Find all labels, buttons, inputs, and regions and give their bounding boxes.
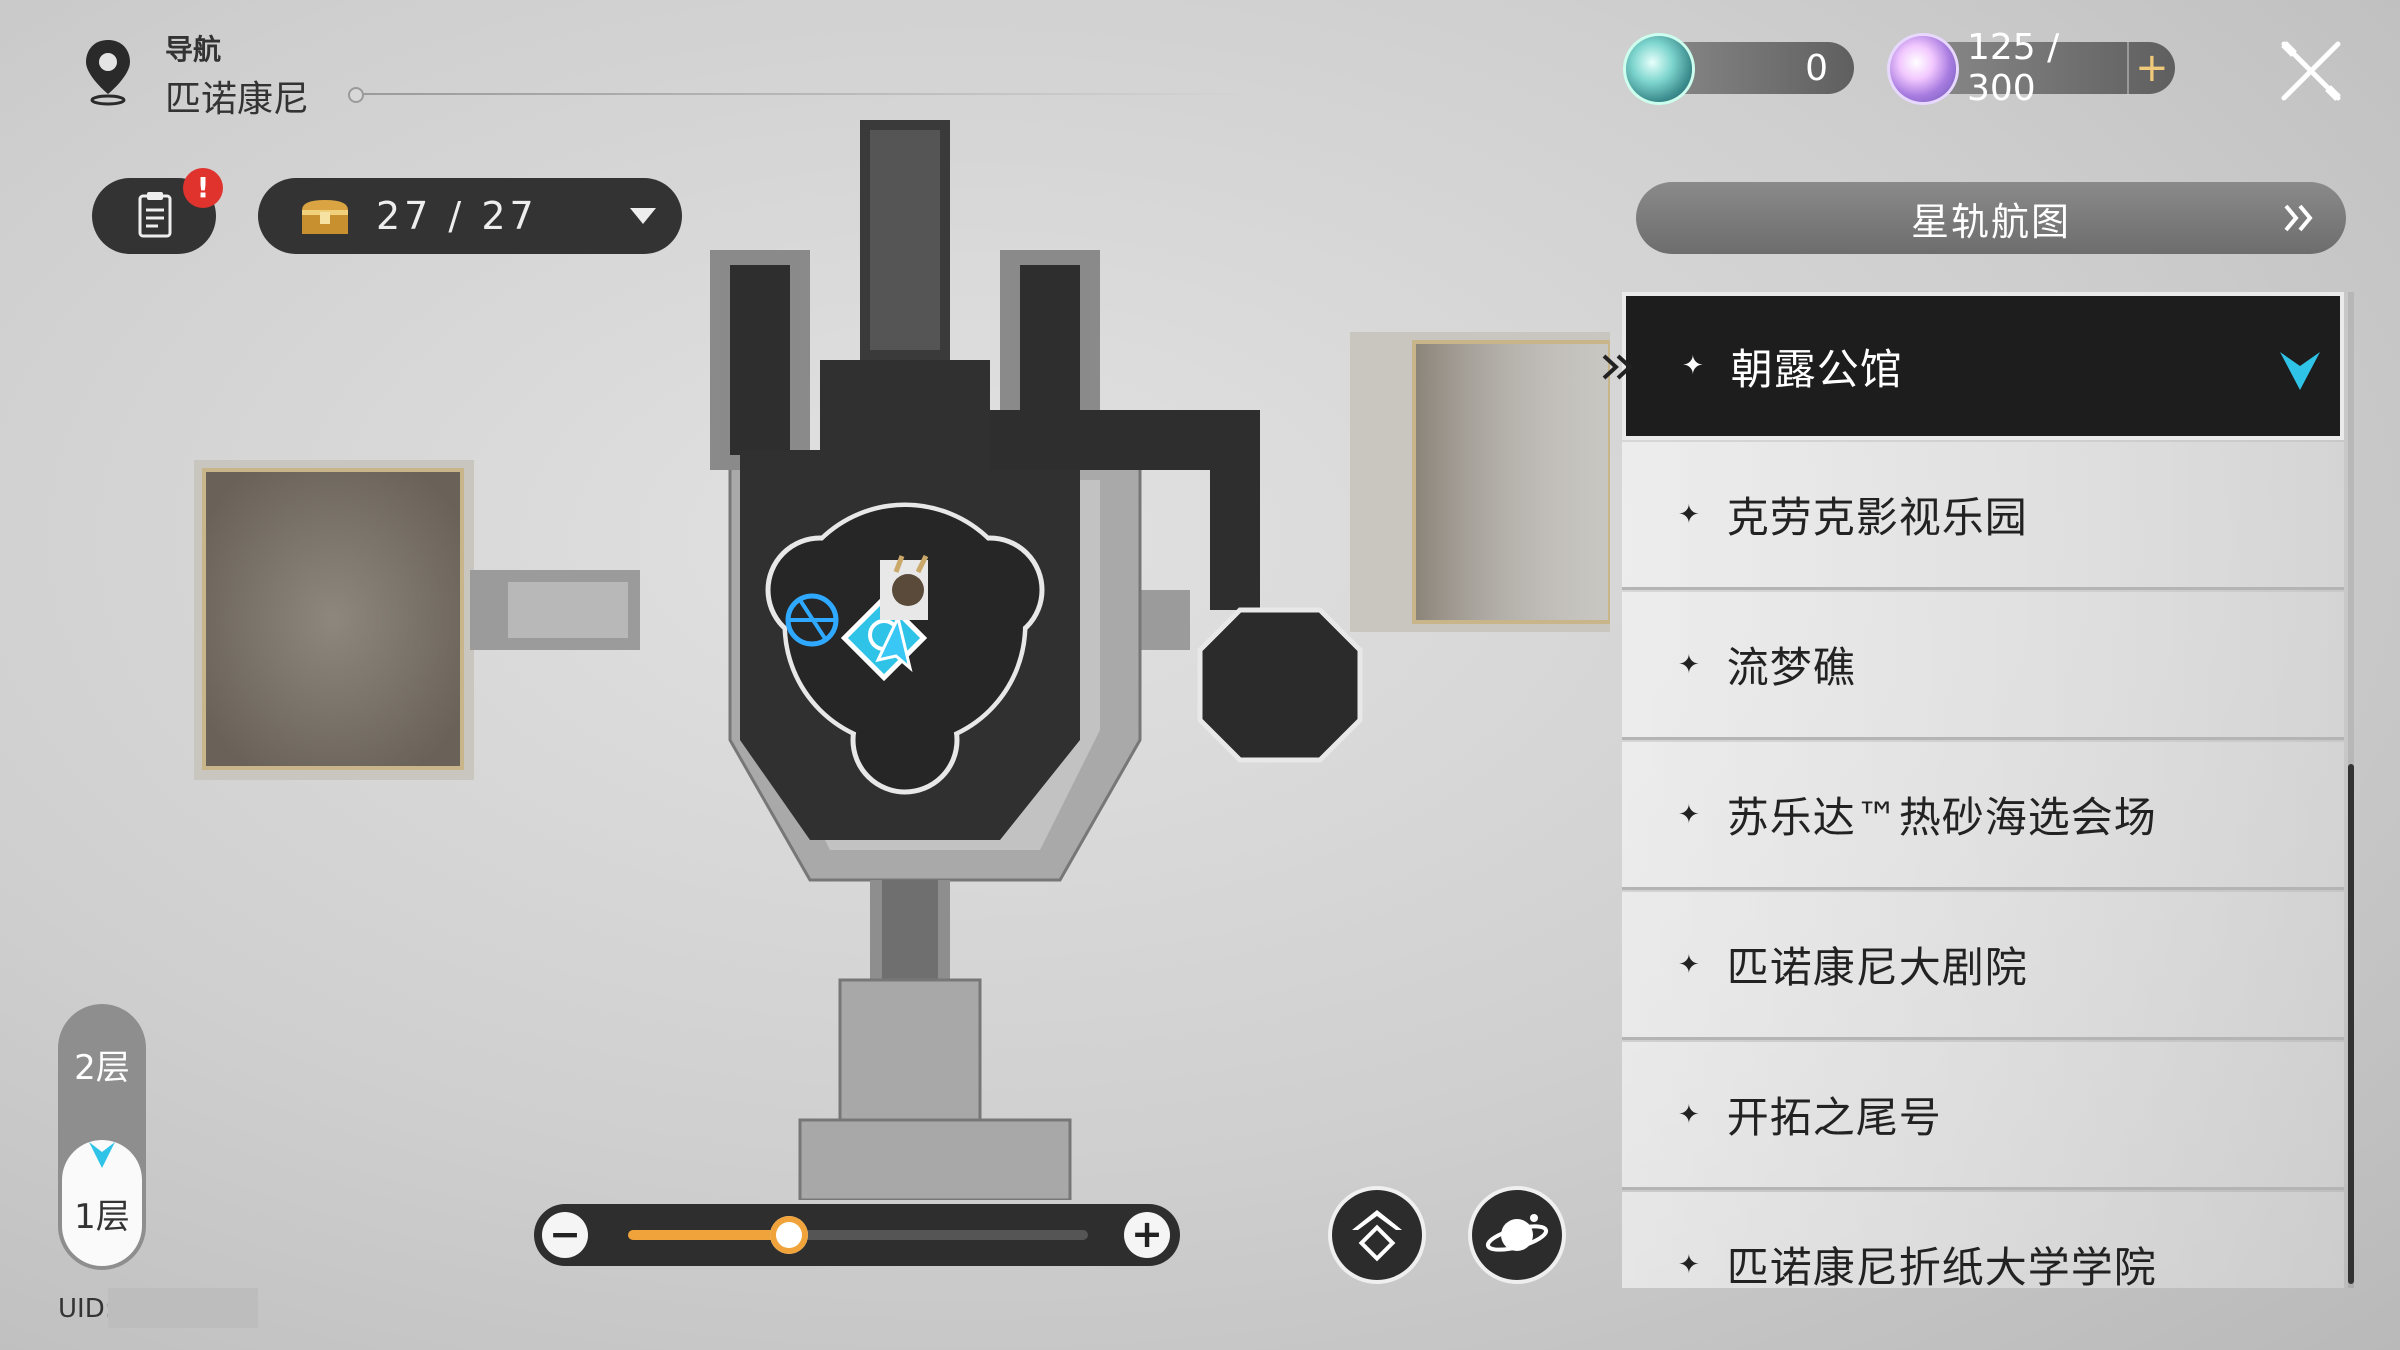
zoom-out-button[interactable]: −	[542, 1212, 588, 1258]
selected-marker-icon	[2280, 352, 2320, 390]
treasure-chest-icon	[302, 200, 348, 234]
double-chevron-right-icon	[2284, 204, 2313, 232]
zoom-slider-handle[interactable]	[770, 1216, 808, 1254]
star-bullet-icon: ✦	[1678, 1099, 1701, 1130]
zoom-slider-track[interactable]	[628, 1230, 1088, 1240]
nav-label: 导航	[165, 33, 222, 66]
trailblaze-power-icon	[1890, 36, 1956, 102]
zoom-slider-fill	[628, 1230, 789, 1240]
location-item[interactable]: ✦ 匹诺康尼折纸大学学院	[1622, 1192, 2344, 1288]
clipboard-icon	[138, 192, 172, 238]
location-item[interactable]: ✦ 朝露公馆	[1622, 292, 2344, 440]
dropdown-arrow-icon	[630, 208, 656, 224]
location-item[interactable]: ✦ 流梦礁	[1622, 592, 2344, 740]
star-bullet-icon: ✦	[1678, 1249, 1701, 1280]
star-bullet-icon: ✦	[1678, 799, 1701, 830]
area-map[interactable]	[180, 120, 1610, 1200]
location-name: 匹诺康尼折纸大学学院	[1726, 1243, 2157, 1288]
current-floor-marker-icon	[89, 1142, 115, 1168]
star-rail-map-button[interactable]: 星轨航图	[1636, 182, 2346, 254]
location-list[interactable]: ✦ 朝露公馆 ✦ 克劳克影视乐园 ✦ 流梦礁 ✦ 苏乐达™热砂海选会场 ✦ 匹诺…	[1622, 292, 2344, 1288]
location-pin-icon	[86, 40, 130, 106]
location-name: 开拓之尾号	[1726, 1093, 1942, 1142]
location-name: 克劳克影视乐园	[1726, 493, 2028, 542]
home-icon	[1352, 1210, 1402, 1262]
star-rail-map-label: 星轨航图	[1910, 199, 2071, 244]
trailblaze-power-value: 125 / 300	[1967, 27, 2060, 109]
list-scrollbar[interactable]	[2348, 764, 2354, 1284]
notification-badge: !	[183, 168, 223, 208]
chest-count: 27 / 27	[376, 194, 538, 238]
current-city: 匹诺康尼	[165, 79, 310, 120]
player-location-icon	[875, 613, 913, 673]
location-item[interactable]: ✦ 克劳克影视乐园	[1622, 442, 2344, 590]
location-name: 苏乐达™热砂海选会场	[1726, 793, 2157, 842]
uid-redacted	[108, 1288, 258, 1328]
location-item[interactable]: ✦ 开拓之尾号	[1622, 1042, 2344, 1190]
floor-2-button[interactable]: 2层	[74, 1048, 130, 1088]
npc-rabbit-icon[interactable]	[880, 554, 929, 620]
teleport-anchor-icon[interactable]	[785, 593, 839, 647]
planet-icon	[1485, 1214, 1549, 1252]
location-name: 流梦礁	[1726, 643, 1856, 692]
planet-button[interactable]	[1472, 1190, 1562, 1280]
location-item[interactable]: ✦ 苏乐达™热砂海选会场	[1622, 742, 2344, 890]
close-icon[interactable]	[2276, 36, 2346, 106]
location-name: 朝露公馆	[1730, 344, 1903, 394]
treasure-chest-dropdown[interactable]: 27 / 27	[258, 178, 682, 254]
zoom-in-button[interactable]: +	[1124, 1212, 1170, 1258]
location-item[interactable]: ✦ 匹诺康尼大剧院	[1622, 892, 2344, 1040]
uid-label: UID:	[58, 1294, 114, 1324]
mission-log-button[interactable]	[92, 178, 216, 254]
stellar-jade-icon	[1626, 36, 1692, 102]
double-arrow-right-icon	[1602, 354, 1633, 380]
stellar-jade-value: 0	[1805, 47, 1828, 89]
star-bullet-icon: ✦	[1678, 649, 1701, 680]
star-bullet-icon: ✦	[1682, 351, 1705, 381]
add-power-button[interactable]: +	[2126, 42, 2175, 94]
star-bullet-icon: ✦	[1678, 949, 1701, 980]
home-anchor-button[interactable]	[1332, 1190, 1422, 1280]
star-bullet-icon: ✦	[1678, 499, 1701, 530]
location-name: 匹诺康尼大剧院	[1726, 943, 2028, 992]
header-divider	[348, 87, 1248, 103]
